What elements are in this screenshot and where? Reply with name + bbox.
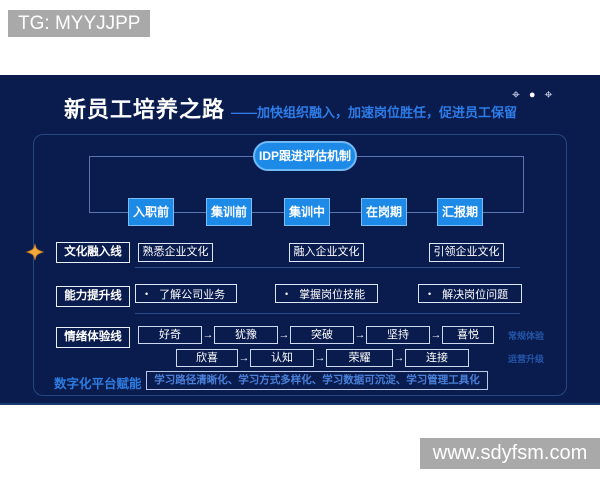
page-subtitle: ——加快组织融入，加速岗位胜任，促进员工保留 — [231, 104, 518, 120]
ability-item-label: 了解公司业务 — [159, 288, 226, 301]
ability-item: • 解决岗位问题 — [418, 284, 522, 303]
arrow-icon: → — [278, 329, 290, 341]
culture-item: 引领企业文化 — [429, 243, 504, 262]
emotion-step: 突破 — [290, 326, 354, 344]
arrow-icon: → — [238, 352, 250, 364]
ability-item: • 了解公司业务 — [135, 284, 237, 303]
stage-box: 在岗期 — [361, 198, 407, 226]
slide-background — [0, 75, 600, 405]
connector-line — [89, 156, 90, 213]
emotion-step: 连接 — [405, 349, 469, 367]
emotion-step: 认知 — [250, 349, 314, 367]
row-label-ability: 能力提升线 — [56, 286, 130, 307]
star-icon — [25, 243, 45, 261]
connector-line — [89, 156, 253, 157]
emotion-line-2: 欣喜 → 认知 → 荣耀 → 连接 — [176, 349, 469, 367]
digital-enable-box: 学习路径清晰化、学习方式多样化、学习数据可沉淀、学习管理工具化 — [146, 371, 488, 390]
row-divider — [135, 267, 520, 268]
stage-box: 集训前 — [206, 198, 252, 226]
arrow-icon: → — [354, 329, 366, 341]
page-title: 新员工培养之路 — [64, 97, 226, 122]
emotion-line-1: 好奇 → 犹豫 → 突破 → 坚持 → 喜悦 — [138, 326, 494, 344]
dot-icon: ● — [528, 88, 536, 101]
diagram-frame — [33, 134, 567, 396]
connector-line — [357, 156, 523, 157]
ability-item-label: 解决岗位问题 — [442, 288, 509, 301]
slide-header: 新员工培养之路 ——加快组织融入，加速岗位胜任，促进员工保留 — [64, 92, 517, 124]
arrow-icon: → — [202, 329, 214, 341]
arrow-icon: → — [314, 352, 326, 364]
emotion-step: 好奇 — [138, 326, 202, 344]
bullet-icon: • — [145, 288, 149, 299]
emotion-step: 欣喜 — [176, 349, 238, 367]
row-divider — [135, 313, 520, 314]
row-label-culture: 文化融入线 — [56, 242, 130, 263]
bullet-icon: • — [285, 288, 289, 299]
emotion-step: 犹豫 — [214, 326, 278, 344]
emotion-step: 荣耀 — [326, 349, 393, 367]
connector-line — [523, 156, 524, 213]
culture-item: 融入企业文化 — [289, 243, 364, 262]
ability-item-label: 掌握岗位技能 — [299, 288, 366, 301]
stage-box: 集训中 — [284, 198, 330, 226]
emotion-tag-upgrade: 运营升级 — [508, 354, 545, 364]
emotion-step: 坚持 — [366, 326, 430, 344]
crosshair-icon: ⌖ — [512, 86, 520, 102]
idp-box: IDP跟进评估机制 — [253, 141, 357, 171]
ability-item: • 掌握岗位技能 — [275, 284, 378, 303]
row-label-emotion: 情绪体验线 — [56, 327, 130, 348]
emotion-step: 喜悦 — [442, 326, 494, 344]
digital-enable-label: 数字化平台赋能 — [54, 377, 142, 391]
stage-box: 汇报期 — [437, 198, 483, 226]
stage-box: 入职前 — [128, 198, 174, 226]
culture-item: 熟悉企业文化 — [138, 243, 213, 262]
decorative-icons: ⌖ ● ⌖ — [512, 86, 552, 103]
watermark-badge: www.sdyfsm.com — [420, 438, 600, 469]
crosshair-icon: ⌖ — [544, 86, 553, 102]
arrow-icon: → — [430, 329, 442, 341]
tg-badge: TG: MYYJJPP — [8, 10, 150, 37]
bullet-icon: • — [428, 288, 432, 299]
emotion-tag-regular: 常规体验 — [508, 331, 545, 341]
arrow-icon: → — [393, 352, 405, 364]
